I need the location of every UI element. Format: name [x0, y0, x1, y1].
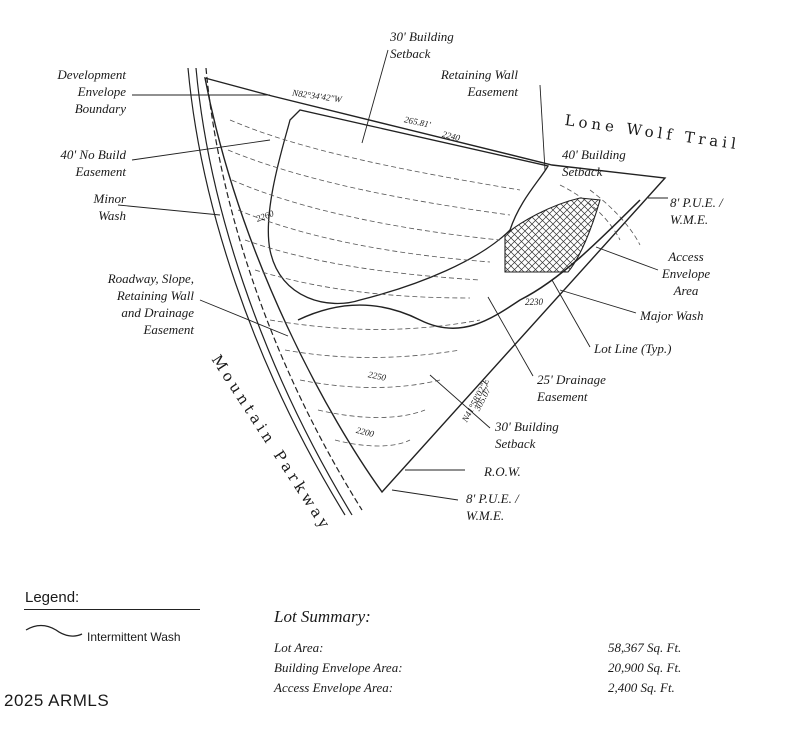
summary-label: Access Envelope Area: — [274, 680, 394, 695]
summary-value: 2,400 Sq. Ft. — [608, 680, 675, 695]
label-no-build-easement: 40' No Build Easement — [60, 147, 126, 179]
intermittent-wash-swatch-icon — [25, 624, 83, 637]
label-access-envelope-area: Access Envelope Area — [661, 249, 711, 298]
lot-summary-title: Lot Summary: — [274, 607, 371, 626]
contour-2230: 2230 — [525, 297, 543, 307]
summary-row: Access Envelope Area: 2,400 Sq. Ft. — [274, 680, 714, 698]
access-envelope-area — [504, 197, 601, 273]
summary-value: 20,900 Sq. Ft. — [608, 660, 682, 675]
development-envelope-boundary — [267, 109, 550, 305]
label-major-wash: Major Wash — [640, 308, 704, 323]
major-wash — [297, 199, 641, 329]
summary-row: Building Envelope Area: 20,900 Sq. Ft. — [274, 660, 714, 678]
label-pue-wme-top: 8' P.U.E. / W.M.E. — [670, 195, 723, 227]
summary-row: Lot Area: 58,367 Sq. Ft. — [274, 640, 714, 658]
label-row: R.O.W. — [484, 464, 521, 479]
label-drainage-easement: 25' Drainage Easement — [537, 372, 606, 404]
label-building-setback-bottom: 30' Building Setback — [495, 419, 559, 451]
lot-line — [204, 77, 667, 494]
legend-divider — [24, 609, 200, 610]
copyright-text: 2025 ARMLS — [4, 691, 110, 710]
leader-lines — [117, 49, 668, 501]
legend-intermittent-wash: Intermittent Wash — [87, 630, 181, 644]
legend-title: Legend: — [25, 589, 80, 606]
label-building-setback-top: 30' Building Setback — [390, 29, 454, 61]
label-lot-line: Lot Line (Typ.) — [594, 341, 672, 356]
contour-lines — [227, 119, 641, 447]
summary-value: 58,367 Sq. Ft. — [608, 640, 682, 655]
label-pue-wme-bottom: 8' P.U.E. / W.M.E. — [466, 491, 519, 523]
label-retaining-wall-easement: Retaining Wall Easement — [440, 67, 518, 99]
label-development-envelope-boundary: Development Envelope Boundary — [57, 67, 126, 116]
label-minor-wash: Minor Wash — [93, 191, 127, 223]
label-roadway-easement: Roadway, Slope, Retaining Wall and Drain… — [107, 271, 194, 337]
mountain-parkway-edges — [187, 67, 363, 516]
summary-label: Lot Area: — [274, 640, 324, 655]
summary-label: Building Envelope Area: — [274, 660, 403, 675]
label-building-setback-40: 40' Building Setback — [562, 147, 626, 179]
contour-2250: 2250 — [367, 369, 387, 383]
